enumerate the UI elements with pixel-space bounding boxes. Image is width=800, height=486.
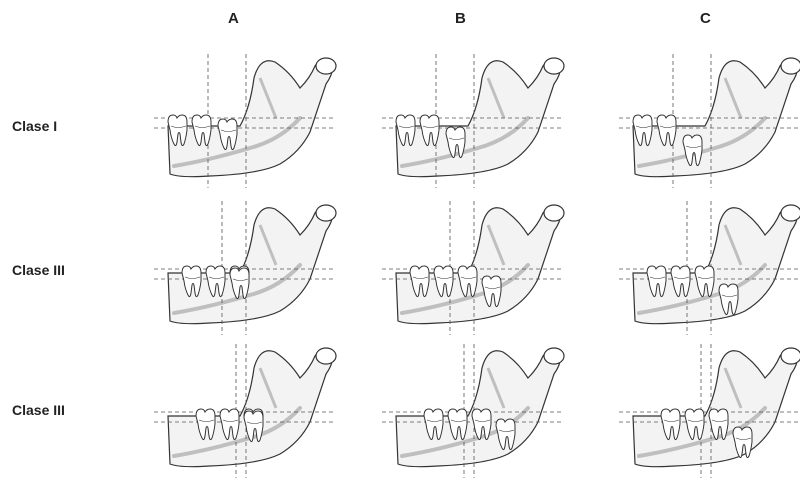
row-label-3: Clase III (12, 402, 65, 418)
mandible-drawing (382, 344, 564, 478)
condyle (316, 348, 336, 364)
condyle (316, 58, 336, 74)
mandible-figure-clase-iii-a (150, 195, 340, 340)
mandible-svg (378, 338, 568, 483)
mandible-drawing (382, 201, 564, 335)
mandible-drawing (154, 54, 336, 188)
mandible-figure-clase-i-a (150, 48, 340, 193)
mandible-drawing (619, 54, 800, 188)
mandible-svg (615, 48, 800, 193)
mandible-figure-clase-i-c (615, 48, 800, 193)
mandible-svg (150, 338, 340, 483)
mandible-drawing (619, 344, 800, 478)
condyle (781, 58, 800, 74)
row-label-1: Clase I (12, 118, 57, 134)
mandible-drawing (619, 201, 800, 335)
condyle (781, 348, 800, 364)
mandible-drawing (382, 54, 564, 188)
condyle (544, 58, 564, 74)
mandible-figure-clase-iii-b-2 (378, 338, 568, 483)
mandible-outline (396, 208, 560, 324)
mandible-figure-clase-i-b (378, 48, 568, 193)
mandible-figure-clase-iii-a-2 (150, 338, 340, 483)
mandible-drawing (154, 344, 336, 478)
mandible-outline (633, 208, 797, 324)
condyle (316, 205, 336, 221)
row-label-2: Clase III (12, 262, 65, 278)
mandible-svg (378, 195, 568, 340)
condyle (544, 348, 564, 364)
column-label-a: A (228, 10, 240, 27)
mandible-outline (168, 208, 332, 324)
mandible-drawing (154, 201, 336, 335)
mandible-svg (150, 195, 340, 340)
mandible-figure-clase-iii-c-2 (615, 338, 800, 483)
mandible-svg (615, 195, 800, 340)
condyle (781, 205, 800, 221)
column-label-c: C (700, 10, 712, 27)
mandible-figure-clase-iii-b (378, 195, 568, 340)
mandible-svg (150, 48, 340, 193)
condyle (544, 205, 564, 221)
column-label-b: B (455, 10, 467, 27)
mandible-svg (378, 48, 568, 193)
mandible-svg (615, 338, 800, 483)
mandible-figure-clase-iii-c (615, 195, 800, 340)
